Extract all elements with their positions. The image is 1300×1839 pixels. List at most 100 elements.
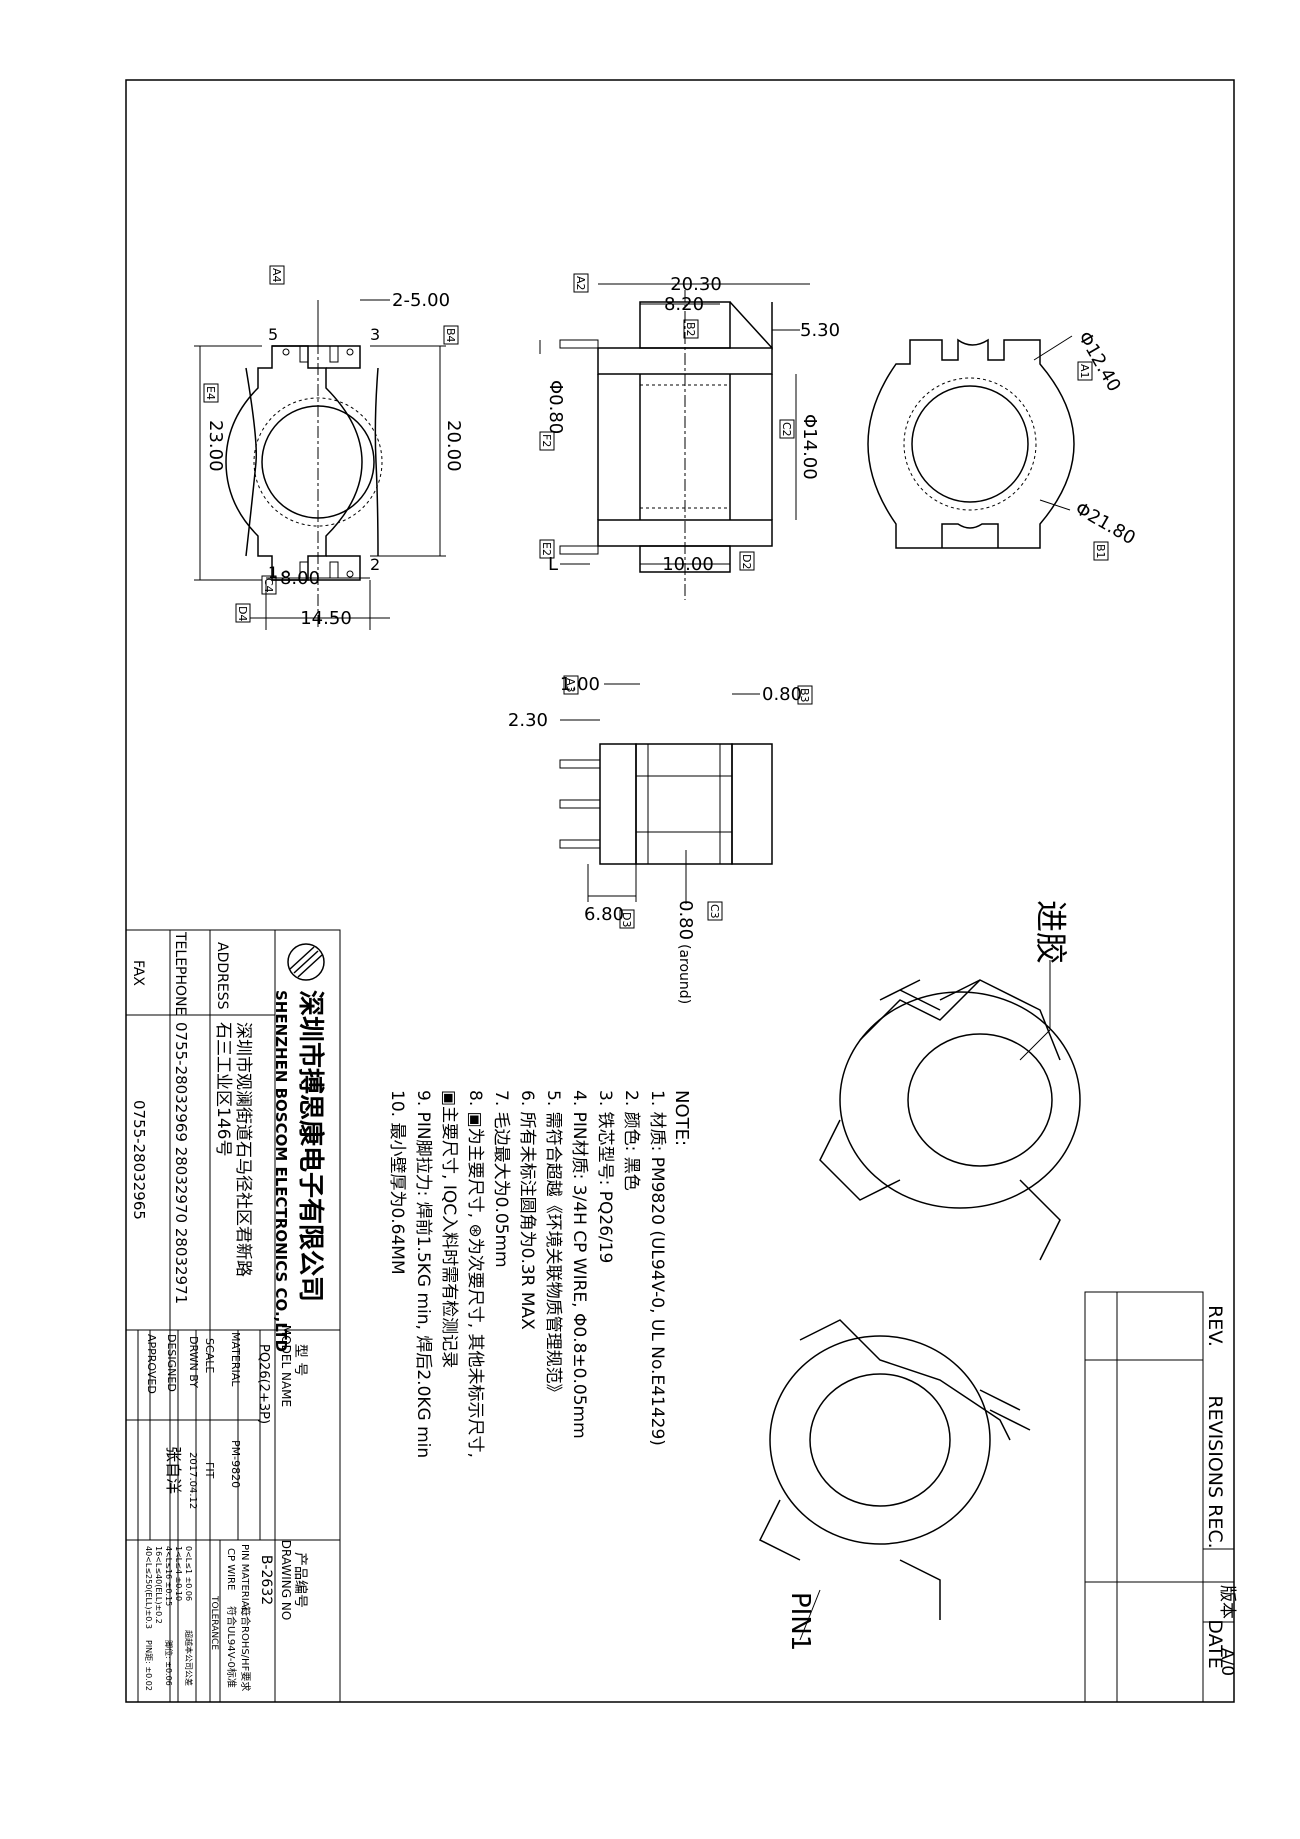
address-line1: 深圳市观澜街道石马径社区君新路	[233, 1022, 253, 1277]
tag-c4: C4	[262, 578, 275, 593]
tolerance-header: 超越本公司公差	[184, 1630, 194, 1686]
end-view-left: 23.00 20.00 2-5.00 8.00 14.50 5 3 1 2 A4…	[194, 265, 464, 630]
note-8-cont: ▣主要尺寸, IQC入料时需有检测记录	[439, 1090, 459, 1368]
designed-label: DESIGNED	[165, 1334, 178, 1392]
company-name-en: SHENZHEN BOSCOM ELECTRONICS CO.,LTD	[272, 990, 290, 1352]
dim-L: L	[548, 554, 558, 575]
tag-a3: A3	[564, 678, 577, 693]
around-label: (around)	[676, 944, 692, 1004]
gate-label: 进胶	[1032, 900, 1070, 964]
drwn-label: DRWN BY	[187, 1336, 200, 1388]
tolerance-label: TOLERANCE	[209, 1595, 219, 1650]
dim-1-0: 1.00	[560, 674, 600, 695]
tag-d3: D3	[620, 912, 633, 927]
isometric-view-upper	[819, 979, 1081, 1261]
tag-b3: B3	[798, 688, 811, 703]
rohs-1: 符合ROHS/HF要求	[239, 1606, 252, 1691]
tag-e2: E2	[540, 542, 553, 556]
side-view-top: 20.30 8.20 5.30 Φ0.80 Φ14.00 10.00 L A2 …	[539, 273, 840, 600]
dim-8-2: 8.20	[664, 294, 704, 315]
tag-a1: A1	[1078, 364, 1091, 379]
note-9: 9. PIN脚拉力: 焊前1.5KG min, 焊后2.0KG min	[413, 1090, 433, 1458]
address-line2: 石三工业区146号	[213, 1022, 233, 1156]
tag-c2: C2	[780, 422, 793, 437]
material-value: PM-9820	[229, 1440, 242, 1488]
notes-block: NOTE: 1. 材质: PM9820 (UL94V-0, UL No.E414…	[387, 1090, 692, 1458]
pin-material-label: PIN MATERIAL:	[239, 1544, 250, 1616]
title-block: 深圳市搏思康电子有限公司 SHENZHEN BOSCOM ELECTRONICS…	[125, 929, 341, 1703]
dim-14-5: 14.50	[300, 608, 352, 629]
pin1-label: PIN1	[785, 1592, 815, 1651]
dim-2-5: 2-5.00	[392, 290, 450, 311]
dim-20: 20.00	[443, 420, 464, 472]
version-value: A/0	[1217, 1648, 1237, 1676]
dim-2-3: 2.30	[508, 710, 548, 731]
model-label-cn: 型 号	[292, 1344, 308, 1376]
pin-2-label: 2	[370, 555, 380, 574]
note-10: 10. 最小壁厚为0.64MM	[387, 1090, 407, 1275]
note-2: 2. 颜色: 黑色	[621, 1090, 641, 1191]
rev-label: REV.	[1204, 1305, 1226, 1347]
revisions-label: REVISIONS REC.	[1204, 1395, 1226, 1548]
note-6: 6. 所有未标注圆角为0.3R MAX	[517, 1090, 537, 1330]
scale-label: SCALE	[203, 1338, 216, 1373]
scale-value: FIT	[203, 1462, 216, 1479]
sheet-border	[125, 79, 1235, 1703]
tolerance-right-1: 脚位: ±0.06	[164, 1640, 174, 1686]
note-7: 7. 毛边最大为0.05mm	[491, 1090, 511, 1268]
tolerance-row-2: 1<L≤4 ±0.10	[174, 1546, 183, 1601]
note-4: 4. PIN材质: 3/4H CP WIRE, Φ0.8±0.05mm	[569, 1090, 589, 1439]
material-label: MATERIAL	[229, 1332, 242, 1387]
tolerance-row-1: 0<L≤1 ±0.06	[184, 1546, 193, 1601]
tag-d4: D4	[236, 606, 249, 621]
dim-0-8-top: 0.80	[762, 684, 802, 705]
date-label: DATE	[1204, 1619, 1226, 1668]
pin-3-label: 3	[370, 325, 380, 344]
drawing-no-label: DRAWING NO	[279, 1540, 293, 1621]
address-label: ADDRESS	[214, 942, 230, 1010]
tag-b2: B2	[684, 322, 697, 337]
dim-10: 10.00	[662, 554, 714, 575]
tag-f2: F2	[540, 434, 553, 447]
tag-b1: B1	[1094, 544, 1107, 559]
version-label: 版本	[1217, 1585, 1237, 1619]
rohs-2: 符合UL94V-0标准	[225, 1606, 238, 1688]
telephone-label: TELEPHONE	[172, 931, 188, 1015]
pin-1-label: 1	[268, 563, 278, 582]
tag-d2: D2	[740, 554, 753, 569]
model-value: PQ26(2+3P)	[256, 1344, 271, 1424]
tag-e4: E4	[204, 386, 217, 400]
tag-b4: B4	[444, 328, 457, 343]
note-1: 1. 材质: PM9820 (UL94V-0, UL No.E41429)	[647, 1090, 667, 1446]
revision-block: REV. REVISIONS REC. DATE 版本 A/0	[1084, 1291, 1237, 1703]
tag-a2: A2	[574, 276, 587, 291]
drawing-no-label-cn: 产品编号	[292, 1552, 308, 1608]
tolerance-right-2: PIN距: ±0.02	[144, 1640, 153, 1691]
dim-phi-0-8: Φ0.80	[545, 380, 566, 434]
dim-23: 23.00	[205, 420, 226, 472]
note-8: 8. ▣为主要尺寸, ⊛为次要尺寸, 其他未标示尺寸,	[465, 1090, 485, 1458]
tolerance-row-5: 40<L≤250(ELL)±0.3	[144, 1546, 153, 1629]
isometric-view-lower	[758, 1319, 1031, 1620]
dim-20-3: 20.30	[670, 274, 722, 295]
note-5: 5. 需符合超越《环境关联物质管理规范》	[543, 1090, 563, 1401]
designer-name: 张自洋	[164, 1446, 183, 1494]
dim-8: 8.00	[280, 568, 320, 589]
model-label: MODEL NAME	[279, 1325, 293, 1407]
company-name-cn: 深圳市搏思康电子有限公司	[295, 990, 326, 1302]
telephone-value: 0755-28032969 28032970 28032971	[172, 1022, 190, 1304]
tag-a4: A4	[270, 268, 283, 283]
fax-value: 0755-28032965	[130, 1100, 148, 1220]
side-view-bottom: 1.00 0.80 2.30 6.80 0.80 (around) A3 B3 …	[508, 674, 813, 1004]
approved-label: APPROVED	[145, 1334, 158, 1394]
tolerance-row-3: 4<L≤16 ±0.15	[164, 1546, 173, 1606]
tag-c3: C3	[708, 904, 721, 919]
dim-0-8-bottom: 0.80	[675, 900, 696, 940]
end-view-right: Φ12.40 Φ21.80 A1 B1	[867, 328, 1139, 561]
date-value: 2017.04.12	[187, 1452, 198, 1509]
company-logo	[287, 943, 325, 981]
fax-label: FAX	[130, 960, 146, 986]
notes-title: NOTE:	[671, 1090, 692, 1146]
note-3: 3. 铁芯型号: PQ26/19	[595, 1090, 615, 1263]
